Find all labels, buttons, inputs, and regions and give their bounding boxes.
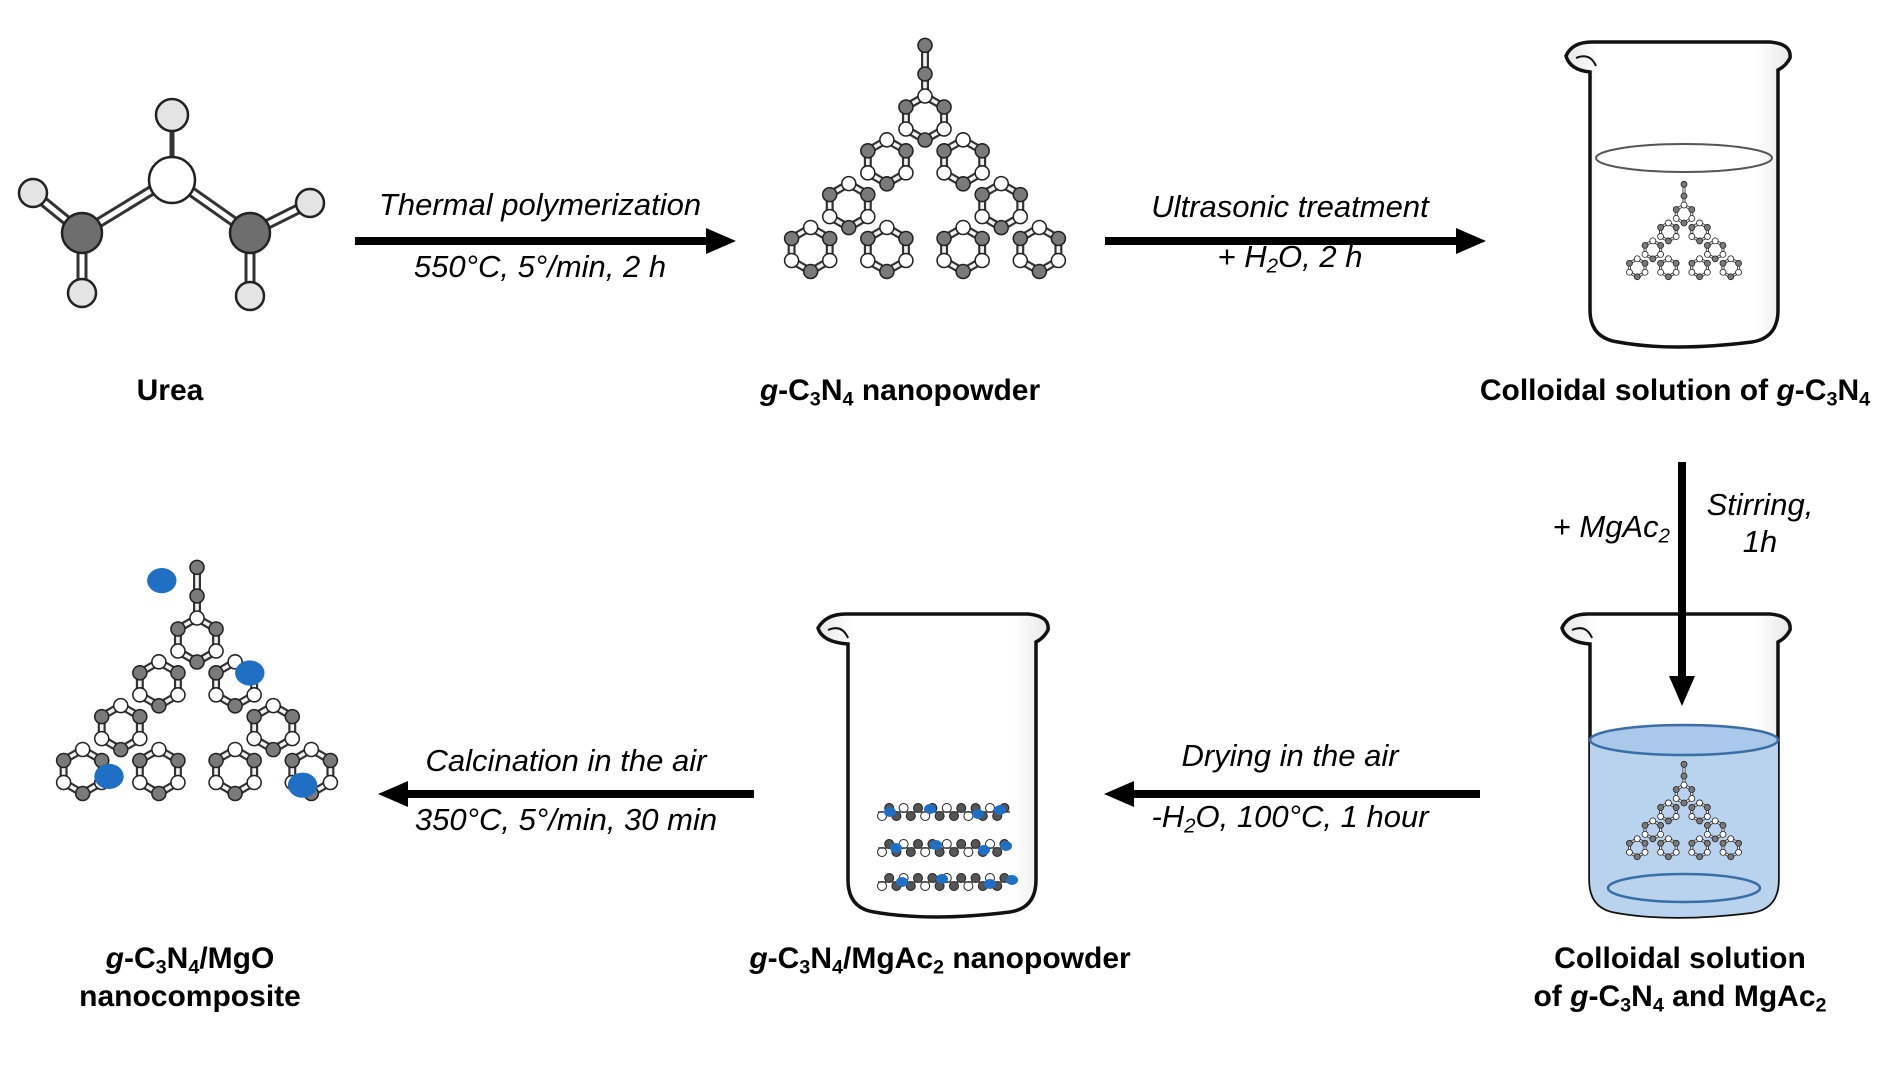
arrow-drying (1104, 781, 1480, 807)
calcination-conditions: 350°C, 5°/min, 30 min (414, 802, 718, 837)
g-c3n4-lattice-icon (783, 37, 1067, 280)
calcination-label: Calcination in the air (425, 743, 707, 778)
label-g-c3n4-nanopowder: g-C3N4 nanopowder (759, 374, 1041, 411)
beaker-mgac-solution-icon (1560, 612, 1792, 919)
label-colloid-mgac: Colloidal solution of g-C3N4 and MgAc2 (1533, 942, 1827, 1017)
stirring-reagent: + MgAc2 (1552, 509, 1670, 548)
urea-molecule-icon (17, 97, 326, 312)
drying-label: Drying in the air (1181, 738, 1399, 773)
polymerization-conditions: 550°C, 5°/min, 2 h (413, 249, 667, 284)
arrow-stirring (1669, 462, 1695, 706)
g-c3n4-mgo-lattice-icon (55, 559, 339, 802)
arrow-calcination (378, 781, 754, 807)
ultrasonic-conditions: + H2O, 2 h (1217, 239, 1363, 278)
drying-conditions: -H2O, 100°C, 1 hour (1151, 799, 1429, 838)
label-g-c3n4-mgac-nanopowder: g-C3N4/MgAc2 nanopowder (749, 942, 1131, 979)
stirring-label: Stirring, 1h (1706, 487, 1814, 560)
beaker-colloid-icon (1564, 40, 1792, 349)
polymerization-label: Thermal polymerization (378, 187, 702, 222)
stacked-layers-icon (877, 803, 1018, 891)
label-g-c3n4-mgo-nanocomposite: g-C3N4/MgO nanocomposite (79, 942, 301, 1013)
label-colloid-g-c3n4: Colloidal solution of g-C3N4 (1479, 374, 1871, 411)
ultrasonic-label: Ultrasonic treatment (1151, 189, 1429, 224)
label-urea: Urea (136, 374, 204, 407)
beaker-nanopowder-icon (816, 612, 1050, 919)
arrow-polymerization (355, 228, 736, 254)
arrow-ultrasonic (1105, 228, 1486, 254)
